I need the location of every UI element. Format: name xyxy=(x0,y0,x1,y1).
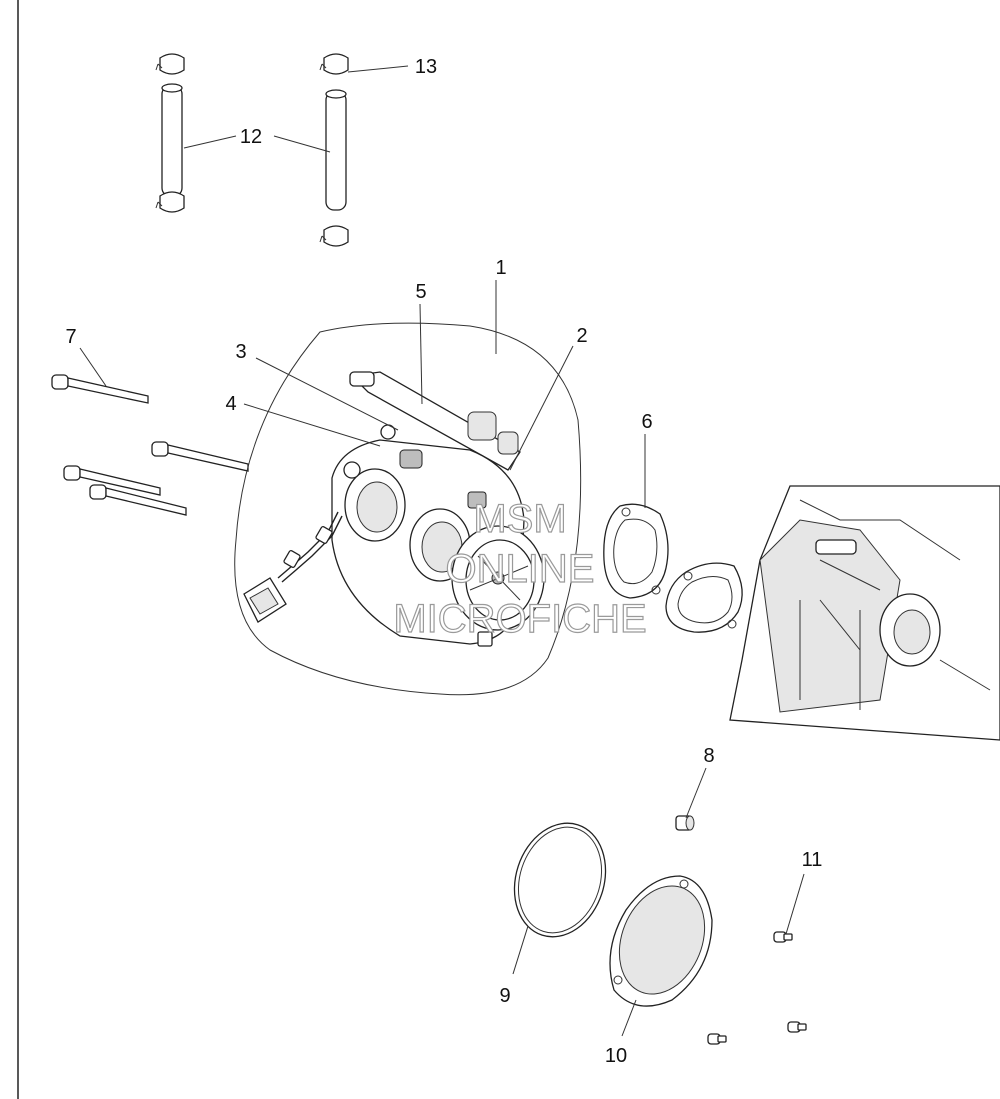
callout-4: 4 xyxy=(225,393,236,415)
hose-right[interactable] xyxy=(325,89,347,211)
callout-8: 8 xyxy=(703,745,714,767)
long-bolt-icon[interactable] xyxy=(89,484,187,516)
clamp-icon[interactable] xyxy=(319,225,349,247)
long-bolt-icon[interactable] xyxy=(51,374,149,404)
throttle-gasket-icon[interactable] xyxy=(603,503,669,599)
hose-left[interactable] xyxy=(161,83,183,197)
wiring-connector-icon[interactable] xyxy=(243,511,343,623)
o-ring-icon[interactable] xyxy=(500,811,620,949)
callout-6: 6 xyxy=(641,411,652,433)
callout-3: 3 xyxy=(235,341,246,363)
watermark: MSM ONLINE MICROFICHE xyxy=(393,496,648,641)
intake-gasket-icon[interactable] xyxy=(665,562,743,633)
long-bolt-icon[interactable] xyxy=(63,465,161,496)
clamp-icon[interactable] xyxy=(319,53,349,75)
clamp-icon[interactable] xyxy=(155,53,185,75)
callout-7: 7 xyxy=(65,326,76,348)
callout-13: 13 xyxy=(415,56,437,78)
throttle-body-icon[interactable] xyxy=(331,371,545,647)
plug-icon[interactable] xyxy=(675,815,695,831)
callout-11: 11 xyxy=(802,849,823,871)
screw-icon[interactable] xyxy=(773,931,793,943)
leader-lines xyxy=(79,65,805,1037)
screw-icon[interactable] xyxy=(787,1021,807,1033)
callout-12: 12 xyxy=(240,126,262,148)
callout-1: 1 xyxy=(495,257,506,279)
callout-2: 2 xyxy=(576,325,587,347)
callout-10: 10 xyxy=(605,1045,627,1067)
callout-5: 5 xyxy=(415,281,426,303)
watermark-line1: MSM xyxy=(473,497,566,541)
callout-9: 9 xyxy=(499,985,510,1007)
clamp-icon[interactable] xyxy=(155,191,185,213)
assembly-boundary xyxy=(234,322,582,696)
screw-icon[interactable] xyxy=(707,1033,727,1045)
engine-block xyxy=(729,485,1000,741)
watermark-line3: MICROFICHE xyxy=(393,597,646,641)
long-bolt-icon[interactable] xyxy=(151,441,249,472)
watermark-line2: ONLINE xyxy=(446,547,595,591)
cover-plate-icon[interactable] xyxy=(604,873,720,1007)
